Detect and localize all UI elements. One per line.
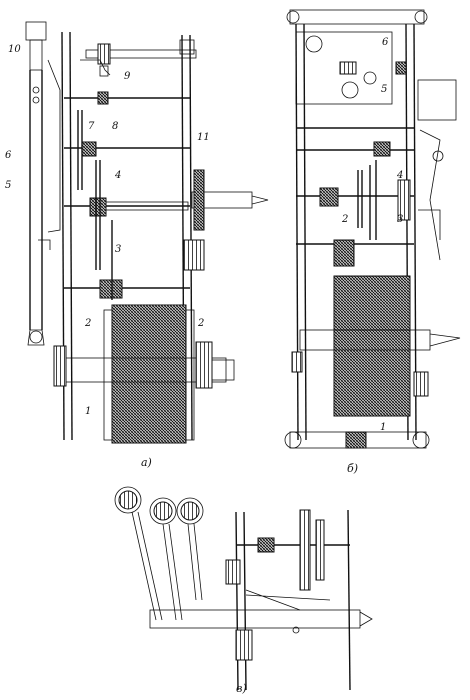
label-1: 1 [380, 422, 386, 433]
panel-a [25, 21, 269, 444]
spring-barrel-1 [333, 275, 411, 417]
label-2-left: 2 [84, 318, 91, 329]
rod-5 [29, 70, 43, 330]
panel-a-labels: 10 9 7 8 6 5 4 11 3 2 2 1 а) [5, 44, 210, 469]
label-7: 7 [88, 121, 95, 132]
label-11: 11 [197, 132, 210, 143]
label-2: 2 [341, 214, 348, 225]
label-3: 3 [115, 244, 121, 255]
top-shaft [85, 49, 197, 59]
panel-b-labels: 6 5 4 2 3 1 б) [341, 37, 403, 475]
label-1: 1 [85, 406, 91, 417]
output-shaft-11 [191, 191, 253, 209]
lever-10 [25, 21, 47, 41]
dial-1 [114, 486, 142, 514]
shaft-c [149, 609, 361, 629]
dial-3 [176, 497, 204, 525]
label-5: 5 [5, 180, 11, 191]
pinion [99, 279, 123, 299]
top-bar [289, 9, 425, 25]
caption-b: б) [347, 462, 358, 475]
panel-c [114, 486, 373, 691]
label-8: 8 [112, 121, 118, 132]
caption-a: а) [141, 456, 152, 469]
label-4: 4 [396, 170, 403, 181]
label-3: 3 [397, 214, 403, 225]
main-shaft [299, 329, 431, 351]
label-10: 10 [8, 44, 21, 55]
caption-c: в) [236, 682, 247, 695]
label-2-right: 2 [197, 318, 204, 329]
arm-9 [99, 65, 109, 77]
spring-barrel-1 [111, 304, 187, 444]
label-4: 4 [114, 170, 121, 181]
panel-b [284, 9, 461, 449]
plate-c-right [347, 509, 351, 691]
label-5: 5 [381, 84, 387, 95]
label-6: 6 [5, 150, 12, 161]
panel-c-labels: в) [236, 682, 247, 695]
lever-5 [417, 79, 457, 121]
plate-c-left [235, 511, 247, 691]
label-6: 6 [382, 37, 389, 48]
gear-box-6 [295, 31, 393, 105]
label-9: 9 [124, 71, 131, 82]
